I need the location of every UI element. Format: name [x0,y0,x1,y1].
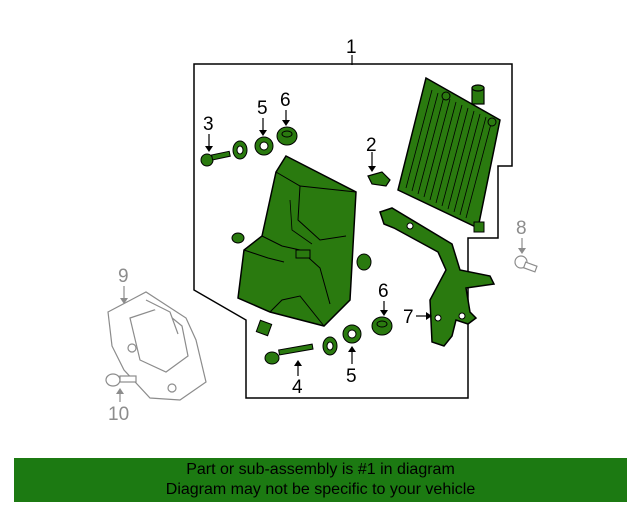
grommet-6-top [276,126,298,146]
callout-4: 4 [292,377,303,398]
banner-line-2: Diagram may not be specific to your vehi… [165,481,476,498]
assembly-outline [193,63,513,399]
disclaimer-banner: Part or sub-assembly is #1 in diagram Di… [14,458,627,502]
callout-5-bottom: 5 [346,366,357,387]
grommet-right [356,253,372,271]
callout-9: 9 [118,266,129,287]
air-shroud [237,155,357,327]
bushing-5-bottom [342,324,362,344]
bolt-3 [200,150,231,167]
callout-7: 7 [403,307,414,328]
banner-line-1: Part or sub-assembly is #1 in diagram [186,461,455,478]
mounting-bracket [379,207,496,347]
bolt-4 [264,343,314,365]
callout-8: 8 [516,218,527,239]
oil-cooler-radiator [397,76,501,233]
callout-3: 3 [203,114,214,135]
callout-6-bottom: 6 [378,281,389,302]
callout-10: 10 [108,404,129,425]
engine-mount-bracket [107,291,207,401]
bushing-5-top [254,136,274,156]
callout-1: 1 [346,37,357,58]
clip-left [231,232,245,244]
callout-5-top: 5 [257,98,268,119]
clip-lower [255,319,273,337]
small-bracket [367,171,391,187]
bolt-8 [514,255,538,273]
callout-6-top: 6 [280,90,291,111]
callout-2: 2 [366,135,377,156]
bolt-10 [105,373,137,387]
grommet-6-bottom [371,316,393,336]
parts-diagram: 1 2 [105,37,538,425]
